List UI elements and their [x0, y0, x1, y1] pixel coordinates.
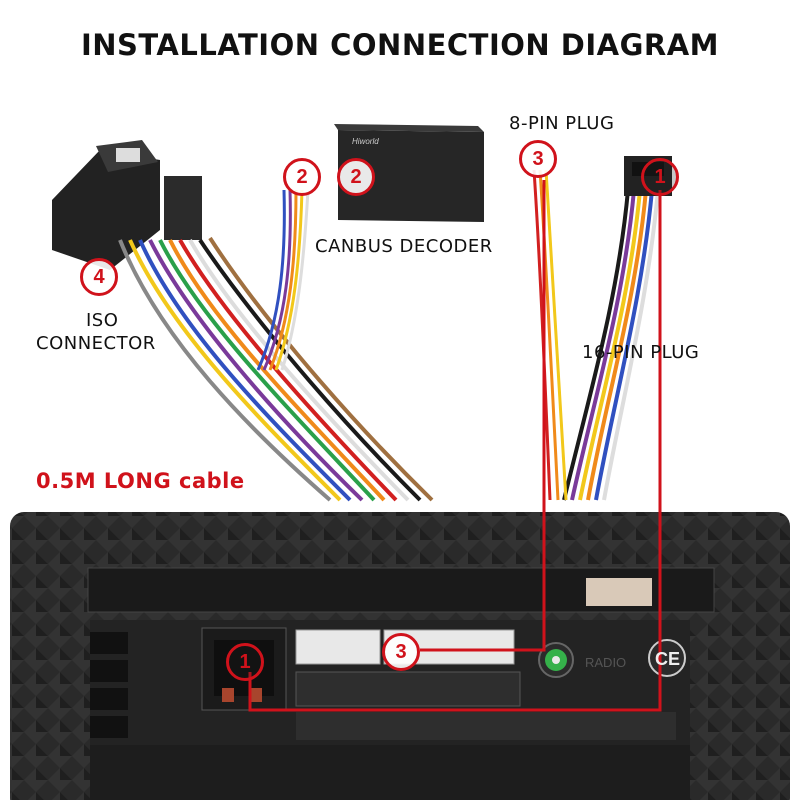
ce-mark: CE — [655, 649, 681, 669]
canbus-decoder-label: CANBUS DECODER — [315, 236, 493, 257]
8pin-harness-wires — [532, 169, 568, 501]
8-pin-plug-label: 8-PIN PLUG — [509, 113, 615, 134]
badge-3-8pin: 3 — [519, 140, 557, 178]
16pin-harness-wires — [562, 189, 660, 501]
badge-4-iso: 4 — [80, 258, 118, 296]
iso-connector-label-line2: CONNECTOR — [36, 333, 156, 354]
badge-1-16pin: 1 — [641, 158, 679, 196]
iso-connector-label-line1: ISO — [86, 310, 119, 331]
radio-port-label: RADIO — [585, 655, 627, 670]
badge-1-socket: 1 — [226, 643, 264, 681]
iso-connector-graphic — [52, 140, 202, 270]
16-pin-plug-label: 16-PIN PLUG — [582, 342, 700, 363]
cable-length-label: 0.5M LONG cable — [36, 469, 245, 493]
decoder-brand-text: Hiworld — [352, 137, 379, 146]
badge-3-port: 3 — [382, 633, 420, 671]
connection-lines — [248, 180, 662, 712]
badge-2-decoder: 2 — [337, 158, 375, 196]
decoder-wires — [256, 189, 310, 371]
page-title: INSTALLATION CONNECTION DIAGRAM — [80, 28, 720, 62]
canbus-decoder-graphic — [334, 124, 484, 222]
badge-2-wire: 2 — [283, 158, 321, 196]
